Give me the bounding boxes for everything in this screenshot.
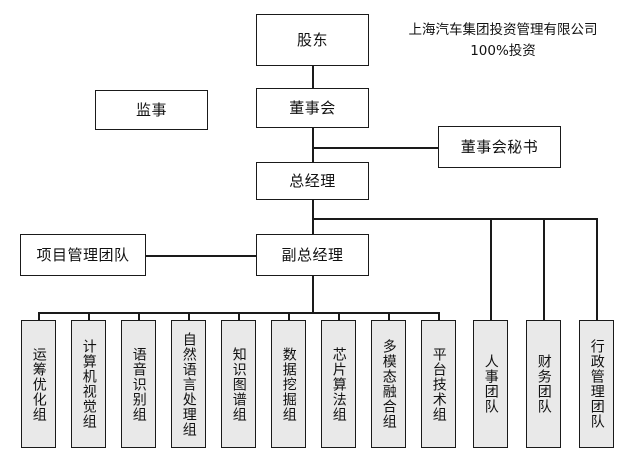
connector-shareholder-to-board [312,66,314,90]
node-general-manager[interactable]: 总经理 [256,162,369,200]
node-project-management-team[interactable]: 项目管理团队 [20,234,146,276]
connector-drop-support-team-1 [543,218,545,320]
node-shareholder[interactable]: 股东 [256,14,369,66]
connector-drop-tech-group-8 [438,312,440,321]
ownership-annotation: 上海汽车集团投资管理有限公司 100%投资 [408,22,598,59]
node-tech-group-2[interactable]: 语音识别组 [121,320,156,448]
connector-drop-support-team-0 [490,218,492,320]
node-tech-group-5[interactable]: 数据挖掘组 [271,320,306,448]
connector-drop-tech-group-3 [188,312,190,321]
node-support-team-0[interactable]: 人事团队 [473,320,508,448]
connector-drop-tech-group-4 [238,312,240,321]
node-tech-group-0[interactable]: 运筹优化组 [21,320,56,448]
node-board-secretary[interactable]: 董事会秘书 [438,126,561,168]
node-tech-group-1[interactable]: 计算机视觉组 [71,320,106,448]
node-tech-group-8[interactable]: 平台技术组 [421,320,456,448]
connector-drop-tech-group-7 [388,312,390,321]
node-tech-group-6[interactable]: 芯片算法组 [321,320,356,448]
connector-drop-support-team-2 [596,218,598,320]
connector-bus-general-manager [312,218,597,220]
connector-deputy-to-bus [312,275,314,313]
node-tech-group-3[interactable]: 自然语言处理组 [171,320,206,448]
node-board-of-directors[interactable]: 董事会 [256,88,369,128]
connector-drop-tech-group-2 [138,312,140,321]
node-support-team-2[interactable]: 行政管理团队 [579,320,614,448]
connector-drop-tech-group-1 [88,312,90,321]
connector-drop-tech-group-0 [38,312,40,321]
node-supervisor[interactable]: 监事 [95,90,208,130]
node-deputy-general-manager[interactable]: 副总经理 [256,234,369,276]
node-tech-group-7[interactable]: 多模态融合组 [371,320,406,448]
connector-project-team-to-deputy [146,255,256,257]
node-support-team-1[interactable]: 财务团队 [526,320,561,448]
connector-drop-tech-group-6 [338,312,340,321]
connector-board-to-general-manager [312,128,314,162]
connector-drop-tech-group-5 [288,312,290,321]
node-tech-group-4[interactable]: 知识图谱组 [221,320,256,448]
connector-board-to-secretary [312,147,438,149]
